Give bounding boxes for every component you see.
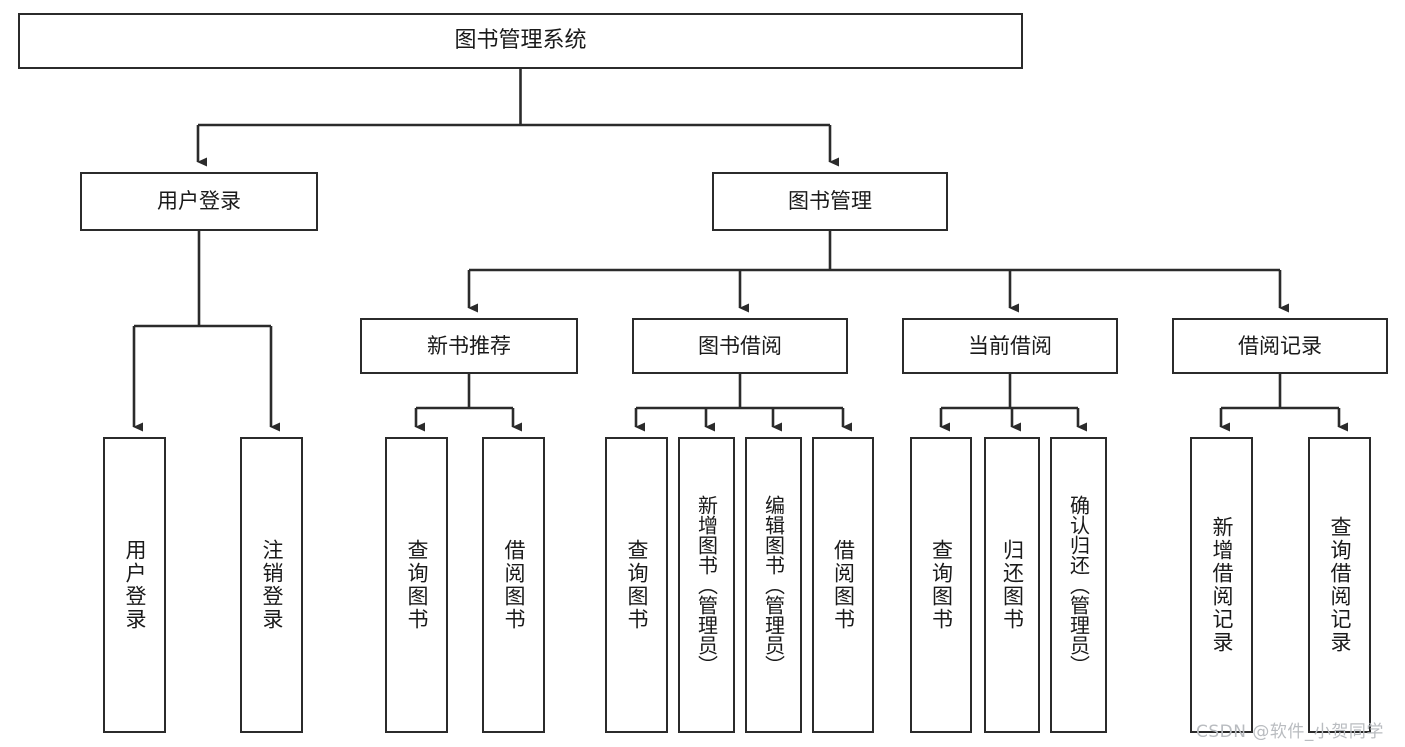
node-leaf-user-logout-label: 注销登录 [260, 539, 284, 631]
node-leaf-add-borrow-record[interactable]: 新增借阅记录 [1190, 437, 1253, 733]
node-leaf-borrow-book-2-label: 借阅图书 [831, 539, 856, 631]
node-leaf-borrow-book-1[interactable]: 借阅图书 [482, 437, 545, 733]
node-leaf-query-book-2-label: 查询图书 [625, 539, 649, 631]
node-leaf-add-borrow-record-label: 新增借阅记录 [1210, 516, 1234, 654]
edge-group-user-login [132, 231, 280, 432]
node-leaf-add-book-admin-label: 新增图书（管理员） [694, 495, 719, 675]
node-book-manage[interactable]: 图书管理 [712, 172, 948, 231]
node-leaf-user-login[interactable]: 用户登录 [103, 437, 166, 733]
node-new-book-recommend[interactable]: 新书推荐 [360, 318, 578, 374]
node-new-book-recommend-label: 新书推荐 [427, 333, 511, 358]
node-book-borrow[interactable]: 图书借阅 [632, 318, 848, 374]
edge-group-borrow-record [1219, 374, 1348, 432]
node-root-label: 图书管理系统 [454, 28, 587, 54]
node-leaf-confirm-return-admin-label: 确认归还（管理员） [1066, 495, 1091, 675]
node-user-login-label: 用户登录 [157, 189, 241, 214]
node-leaf-edit-book-admin[interactable]: 编辑图书（管理员） [745, 437, 802, 733]
node-book-borrow-label: 图书借阅 [698, 333, 782, 358]
node-leaf-add-book-admin[interactable]: 新增图书（管理员） [678, 437, 735, 733]
node-leaf-query-borrow-record-label: 查询借阅记录 [1328, 516, 1352, 654]
node-leaf-confirm-return-admin[interactable]: 确认归还（管理员） [1050, 437, 1107, 733]
node-leaf-return-book-label: 归还图书 [1000, 539, 1025, 631]
node-leaf-user-login-label: 用户登录 [123, 539, 147, 631]
node-leaf-edit-book-admin-label: 编辑图书（管理员） [761, 495, 786, 675]
edge-group-new-book-recommend [414, 374, 522, 432]
node-borrow-record[interactable]: 借阅记录 [1172, 318, 1388, 374]
node-leaf-query-book-3-label: 查询图书 [929, 539, 954, 631]
node-leaf-query-book-2[interactable]: 查询图书 [605, 437, 668, 733]
node-leaf-borrow-book-1-label: 借阅图书 [502, 539, 526, 631]
edge-group-book-borrow [634, 374, 852, 432]
node-borrow-record-label: 借阅记录 [1238, 333, 1322, 358]
node-leaf-borrow-book-2[interactable]: 借阅图书 [812, 437, 874, 733]
edge-group-current-borrow [939, 374, 1087, 432]
node-user-login[interactable]: 用户登录 [80, 172, 318, 231]
node-leaf-query-book-3[interactable]: 查询图书 [910, 437, 972, 733]
node-current-borrow-label: 当前借阅 [968, 333, 1052, 358]
node-leaf-query-book-1[interactable]: 查询图书 [385, 437, 448, 733]
edge-group-root [196, 69, 839, 167]
edge-group-book-manage [467, 231, 1289, 313]
node-leaf-query-book-1-label: 查询图书 [405, 539, 429, 631]
node-leaf-query-borrow-record[interactable]: 查询借阅记录 [1308, 437, 1371, 733]
node-root[interactable]: 图书管理系统 [18, 13, 1023, 69]
node-leaf-user-logout[interactable]: 注销登录 [240, 437, 303, 733]
node-book-manage-label: 图书管理 [788, 189, 872, 214]
node-current-borrow[interactable]: 当前借阅 [902, 318, 1118, 374]
node-leaf-return-book[interactable]: 归还图书 [984, 437, 1040, 733]
watermark: CSDN @软件_小贺同学 [1196, 722, 1384, 742]
